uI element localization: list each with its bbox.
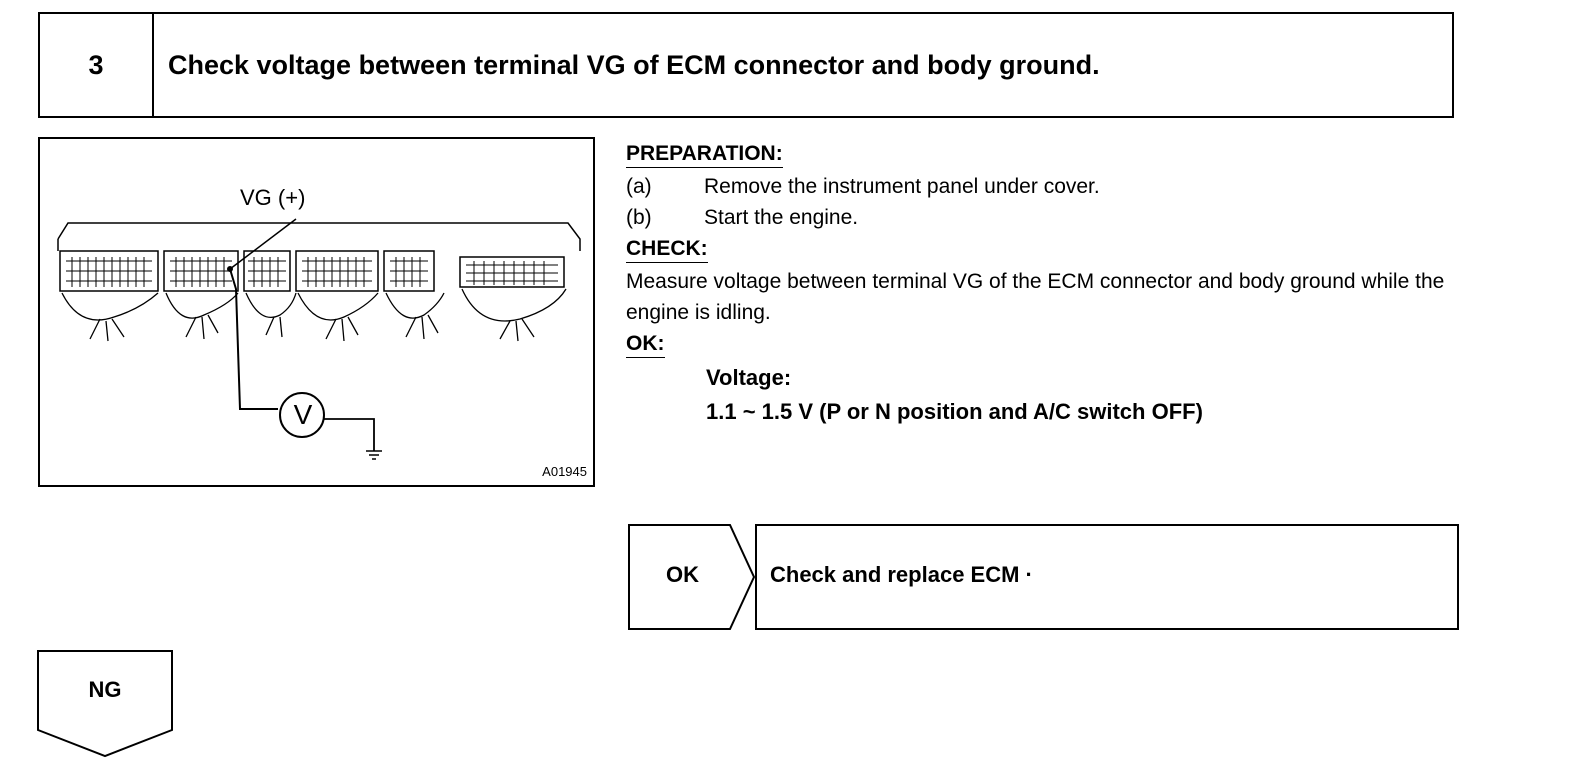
preparation-item-b: (b) Start the engine. bbox=[626, 202, 1466, 233]
check-text: Measure voltage between terminal VG of t… bbox=[626, 270, 1445, 324]
check-heading: CHECK: bbox=[626, 236, 708, 263]
item-text: Start the engine. bbox=[704, 206, 859, 229]
step-number: 3 bbox=[40, 14, 154, 116]
ecm-connector-figure: VG (+) V A01945 bbox=[38, 137, 595, 487]
ok-result: OK Check and replace ECM · bbox=[628, 524, 1459, 631]
ok-arrow-frame bbox=[628, 524, 1459, 630]
ok-heading: OK: bbox=[626, 331, 665, 358]
ng-result: NG bbox=[37, 650, 173, 758]
item-mark: (b) bbox=[626, 206, 652, 229]
preparation-item-a: (a) Remove the instrument panel under co… bbox=[626, 171, 1466, 202]
ok-action: Check and replace ECM · bbox=[770, 562, 1033, 587]
figure-code: A01945 bbox=[542, 464, 587, 479]
ng-arrow-frame bbox=[37, 650, 173, 758]
preparation-heading: PREPARATION: bbox=[626, 141, 783, 168]
vg-terminal-label: VG (+) bbox=[240, 185, 306, 210]
instructions: PREPARATION: (a) Remove the instrument p… bbox=[626, 138, 1466, 429]
ecm-connector-drawing bbox=[57, 218, 581, 460]
item-mark: (a) bbox=[626, 175, 652, 198]
voltage-value: 1.1 ~ 1.5 V (P or N position and A/C swi… bbox=[706, 399, 1203, 424]
item-text: Remove the instrument panel under cover. bbox=[704, 175, 1100, 198]
ng-label: NG bbox=[88, 677, 122, 702]
voltmeter-symbol: V bbox=[293, 399, 313, 430]
step-header: 3 Check voltage between terminal VG of E… bbox=[38, 12, 1454, 118]
step-title: Check voltage between terminal VG of ECM… bbox=[168, 49, 1100, 80]
voltage-label: Voltage: bbox=[706, 365, 792, 390]
ok-label: OK bbox=[666, 562, 699, 587]
